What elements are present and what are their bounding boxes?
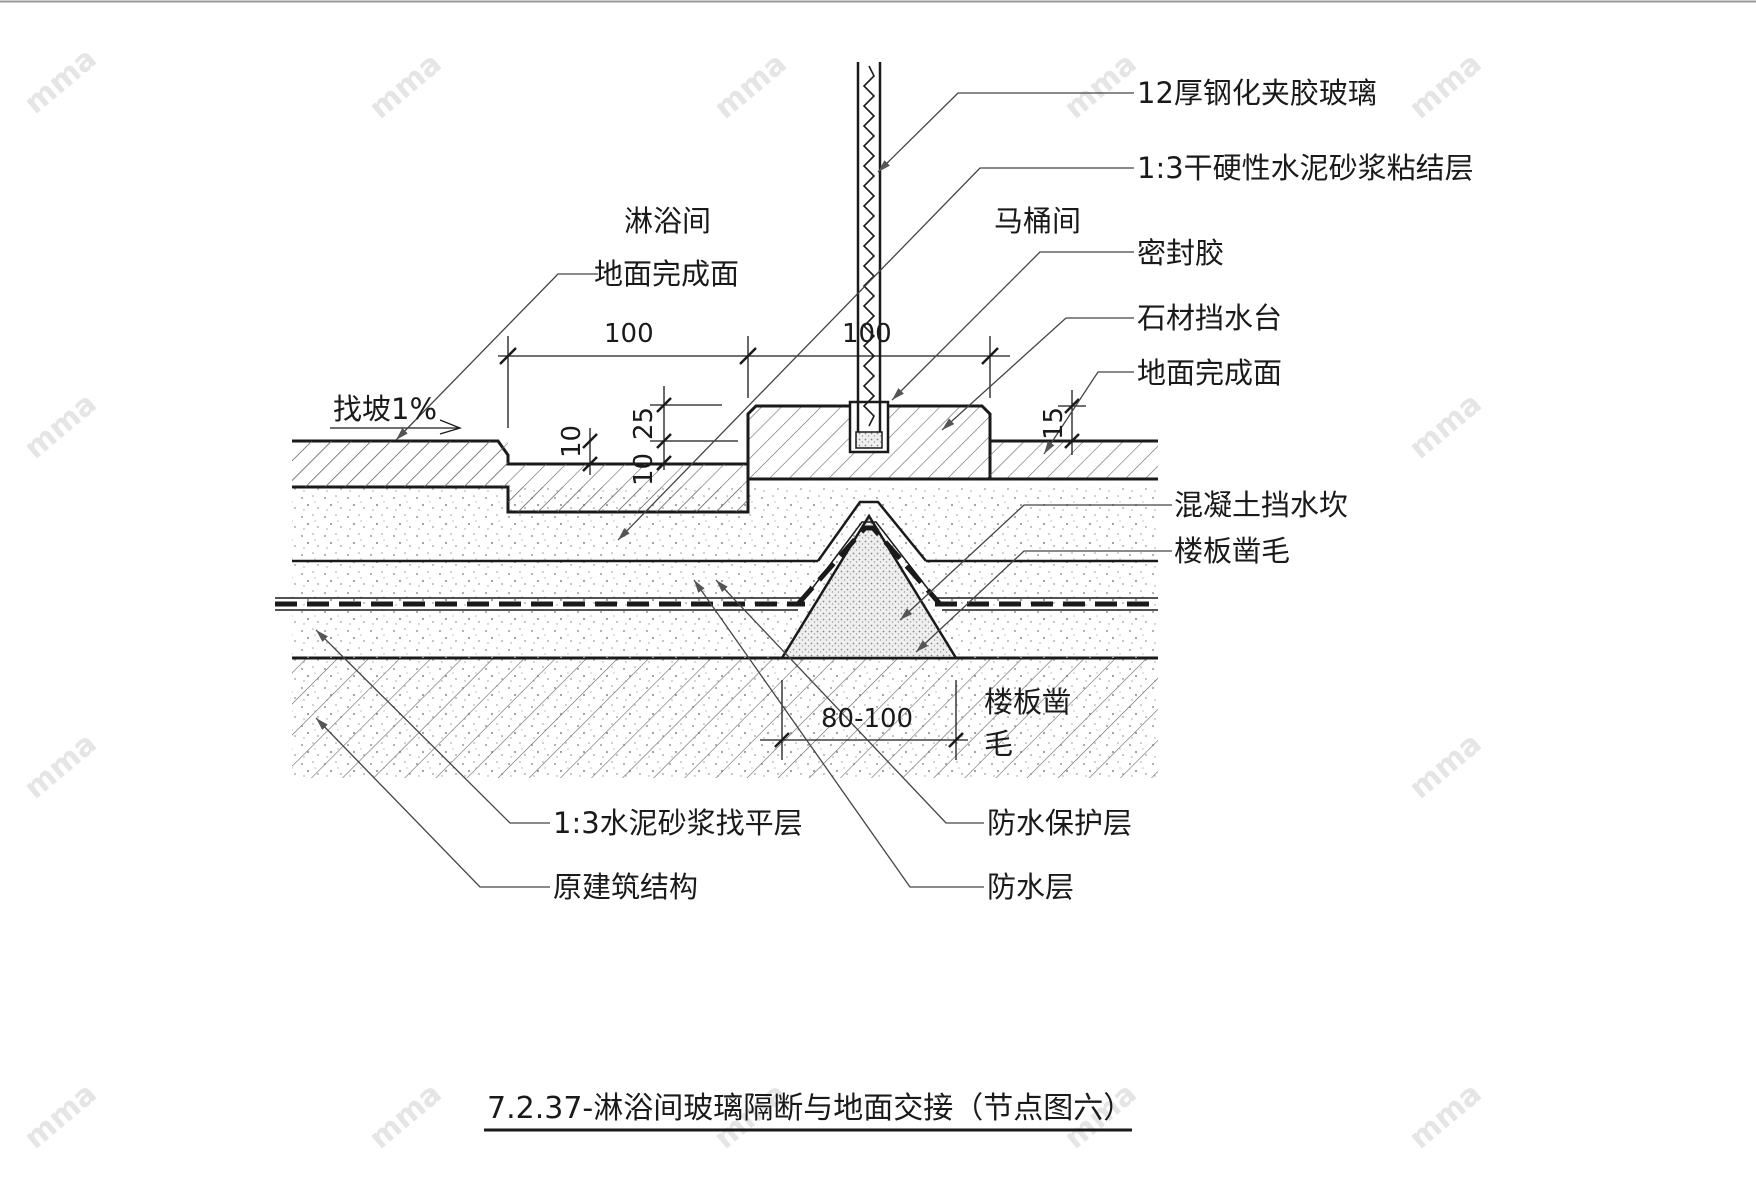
floor-finish-right bbox=[990, 439, 1158, 481]
label-wp-layer: 防水层 bbox=[987, 870, 1074, 904]
label-wp-protect: 防水保护层 bbox=[987, 806, 1132, 840]
watermark: mma bbox=[1403, 46, 1489, 126]
watermark: mma bbox=[1403, 386, 1489, 466]
structure-layer bbox=[292, 656, 1158, 778]
dim-height-25: 25 bbox=[629, 407, 659, 440]
waterproof-layer bbox=[275, 597, 1158, 611]
watermark: mma bbox=[18, 41, 104, 121]
leader-lines bbox=[315, 92, 1172, 888]
watermark: mma bbox=[18, 1076, 104, 1156]
label-slab-roughen-2: 楼板凿 bbox=[984, 685, 1071, 719]
dim-width-right: 100 bbox=[842, 319, 892, 349]
label-sealant: 密封胶 bbox=[1137, 236, 1224, 270]
dimension-lines bbox=[330, 336, 1086, 760]
watermark: mma bbox=[1403, 726, 1489, 806]
label-glass: 12厚钢化夹胶玻璃 bbox=[1137, 76, 1377, 110]
mortar-layers bbox=[292, 487, 1158, 658]
watermark: mma bbox=[1058, 46, 1144, 126]
dim-width-left: 100 bbox=[604, 319, 654, 349]
dim-height-15: 15 bbox=[1039, 407, 1069, 440]
watermark: mma bbox=[18, 386, 104, 466]
watermark: mma bbox=[708, 46, 794, 126]
watermark: mma bbox=[1403, 1076, 1489, 1156]
label-room-shower: 淋浴间 bbox=[624, 204, 711, 238]
glass-interlayer bbox=[862, 65, 876, 427]
watermark: mma bbox=[18, 726, 104, 806]
label-floor-finish-right: 地面完成面 bbox=[1137, 356, 1282, 390]
label-room-toilet: 马桶间 bbox=[994, 204, 1081, 238]
glass-panel bbox=[848, 62, 890, 454]
dim-height-10b: 10 bbox=[629, 453, 659, 486]
floor-finish-left bbox=[292, 439, 750, 514]
concrete-curb bbox=[779, 500, 959, 660]
label-slab-roughen-1: 楼板凿毛 bbox=[1174, 534, 1290, 568]
watermark: mma bbox=[363, 46, 449, 126]
label-structure: 原建筑结构 bbox=[553, 870, 698, 904]
drawing-caption: 7.2.37-淋浴间玻璃隔断与地面交接（节点图六） bbox=[487, 1091, 1133, 1126]
dim-height-10a: 10 bbox=[557, 425, 587, 458]
label-mortar-bond: 1:3干硬性水泥砂浆粘结层 bbox=[1137, 151, 1474, 185]
label-slab-roughen-2b: 毛 bbox=[984, 727, 1013, 761]
label-concrete-curb: 混凝土挡水坎 bbox=[1174, 488, 1348, 522]
watermark: mma bbox=[363, 1076, 449, 1156]
label-leveling: 1:3水泥砂浆找平层 bbox=[553, 806, 803, 840]
dim-80-100: 80-100 bbox=[821, 704, 913, 734]
label-stone-sill: 石材挡水台 bbox=[1137, 301, 1282, 335]
label-floor-finish-left: 地面完成面 bbox=[594, 257, 739, 291]
label-slope: 找坡1% bbox=[333, 392, 437, 426]
